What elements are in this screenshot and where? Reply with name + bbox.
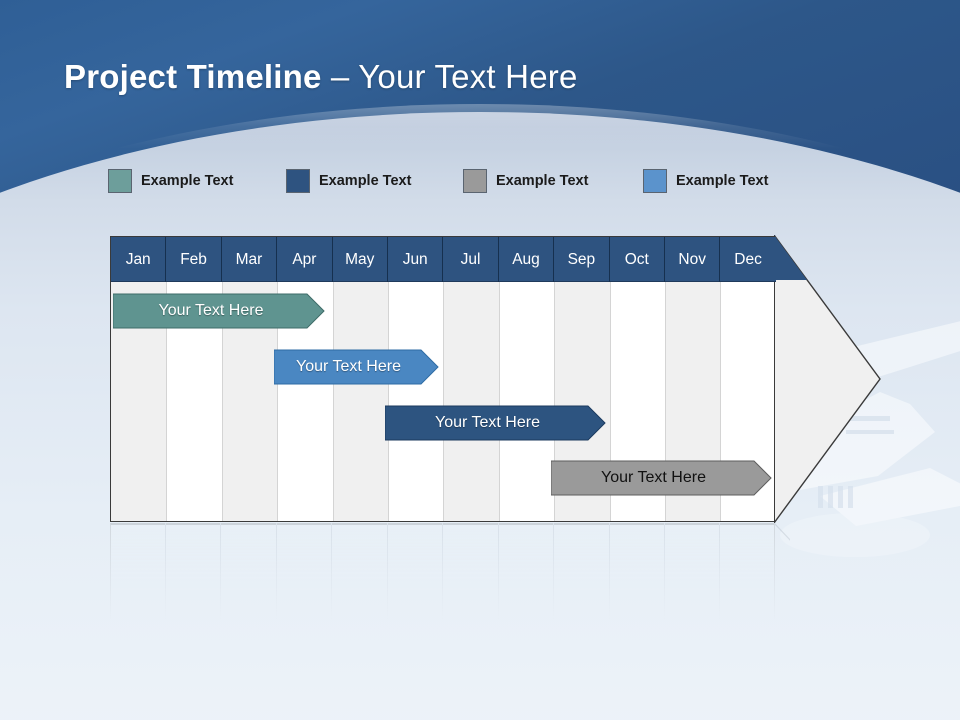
task-bar-2-shape (274, 349, 439, 385)
timeline-arrow-head (774, 235, 881, 523)
month-column-feb (166, 237, 221, 521)
month-header-mar[interactable]: Mar (222, 237, 278, 282)
task-bar-3[interactable]: Your Text Here (385, 404, 606, 442)
month-column-dec (720, 237, 775, 521)
page-title-rest: Your Text Here (358, 58, 578, 95)
page-title-bold: Project Timeline (64, 58, 322, 95)
page-title-separator: – (321, 58, 359, 95)
month-header-aug[interactable]: Aug (499, 237, 555, 282)
timeline-chart: Jan Feb Mar Apr May Jun Jul Aug Sep Oct … (110, 235, 881, 523)
task-bar-2[interactable]: Your Text Here (274, 348, 439, 386)
legend-label-2: Example Text (319, 173, 412, 189)
legend-item-3[interactable]: Example Text (463, 169, 588, 193)
legend: Example Text Example Text Example Text E… (108, 169, 828, 195)
legend-swatch-icon (463, 169, 487, 193)
month-column-oct (609, 237, 665, 521)
legend-swatch-icon (108, 169, 132, 193)
legend-item-2[interactable]: Example Text (286, 169, 411, 193)
page-title: Project Timeline – Your Text Here (64, 58, 578, 96)
legend-swatch-icon (643, 169, 667, 193)
month-header-oct[interactable]: Oct (610, 237, 665, 282)
month-header-jun[interactable]: Jun (388, 237, 444, 282)
legend-item-1[interactable]: Example Text (108, 169, 233, 193)
month-header-dec[interactable]: Dec (734, 250, 762, 268)
legend-label-1: Example Text (141, 173, 234, 189)
task-bar-4-shape (551, 460, 772, 496)
month-header-apr[interactable]: Apr (277, 237, 333, 282)
month-column-jul (443, 237, 499, 521)
month-column-aug (498, 237, 554, 521)
timeline-grid: Jan Feb Mar Apr May Jun Jul Aug Sep Oct … (110, 236, 776, 522)
month-header-jan[interactable]: Jan (111, 237, 167, 282)
legend-label-4: Example Text (676, 173, 769, 189)
task-bar-1[interactable]: Your Text Here (113, 292, 325, 330)
legend-item-4[interactable]: Example Text (643, 169, 768, 193)
month-header-row: Jan Feb Mar Apr May Jun Jul Aug Sep Oct … (111, 237, 776, 282)
month-header-sep[interactable]: Sep (554, 237, 610, 282)
task-bar-1-shape (113, 293, 325, 329)
task-bar-4[interactable]: Your Text Here (551, 459, 772, 497)
month-column-jan (111, 237, 167, 521)
month-header-feb[interactable]: Feb (166, 237, 222, 282)
legend-swatch-icon (286, 169, 310, 193)
month-header-jul[interactable]: Jul (443, 237, 499, 282)
task-bar-3-shape (385, 405, 606, 441)
month-header-may[interactable]: May (333, 237, 388, 282)
legend-label-3: Example Text (496, 173, 589, 189)
month-column-mar (221, 237, 278, 521)
month-header-nov[interactable]: Nov (665, 237, 721, 282)
